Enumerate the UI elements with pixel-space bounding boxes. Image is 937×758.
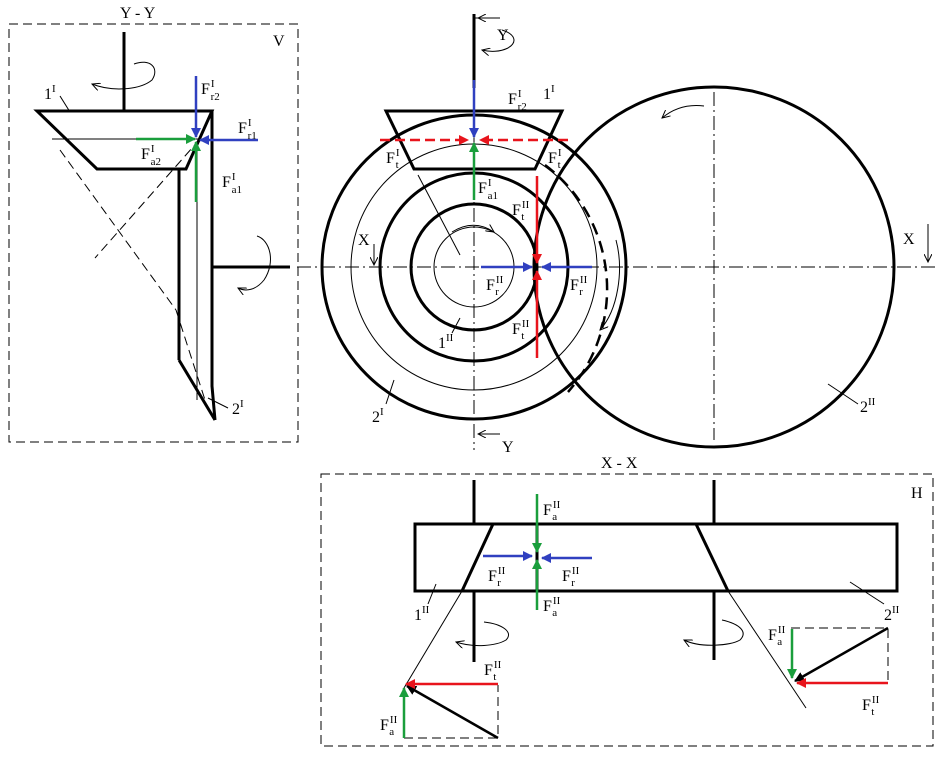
gear-1-section [33, 109, 215, 171]
rotation-arrow-gear-1 [92, 61, 156, 89]
wheel-2-circle [532, 85, 896, 449]
resultant-wheel-arrow [794, 626, 889, 683]
label-part-2-I: 2I [372, 406, 384, 426]
gear-1-circle [409, 202, 539, 332]
resultant-pinion-arrow [406, 684, 499, 740]
view-xx-title: X - X [601, 455, 638, 472]
bevel-gear-section [383, 109, 565, 171]
view-yy-title: Y - Y [120, 5, 156, 22]
label-part-1-II-xx: 1II [414, 604, 430, 624]
section-mark-x-left: X [358, 232, 370, 249]
rotation-arrow-gear-2 [238, 235, 271, 290]
label-part-1-front: 1I [543, 83, 555, 103]
label-part-2-II: 2II [860, 396, 876, 416]
section-mark-y-top: Y [497, 27, 509, 44]
view-xx-corner-label: H [911, 485, 923, 502]
view-xx-frame [320, 473, 934, 747]
label-part-2-II-xx: 2II [884, 604, 900, 624]
label-part-1: 1I [44, 83, 56, 103]
section-mark-x-right: X [903, 231, 915, 248]
view-yy-frame [8, 23, 299, 443]
label-part-2: 2I [232, 398, 244, 418]
section-mark-y-bottom: Y [502, 439, 514, 456]
gear-2-edge [210, 111, 217, 421]
label-part-1-II: 1II [438, 332, 454, 352]
view-yy-corner-label: V [273, 33, 285, 50]
